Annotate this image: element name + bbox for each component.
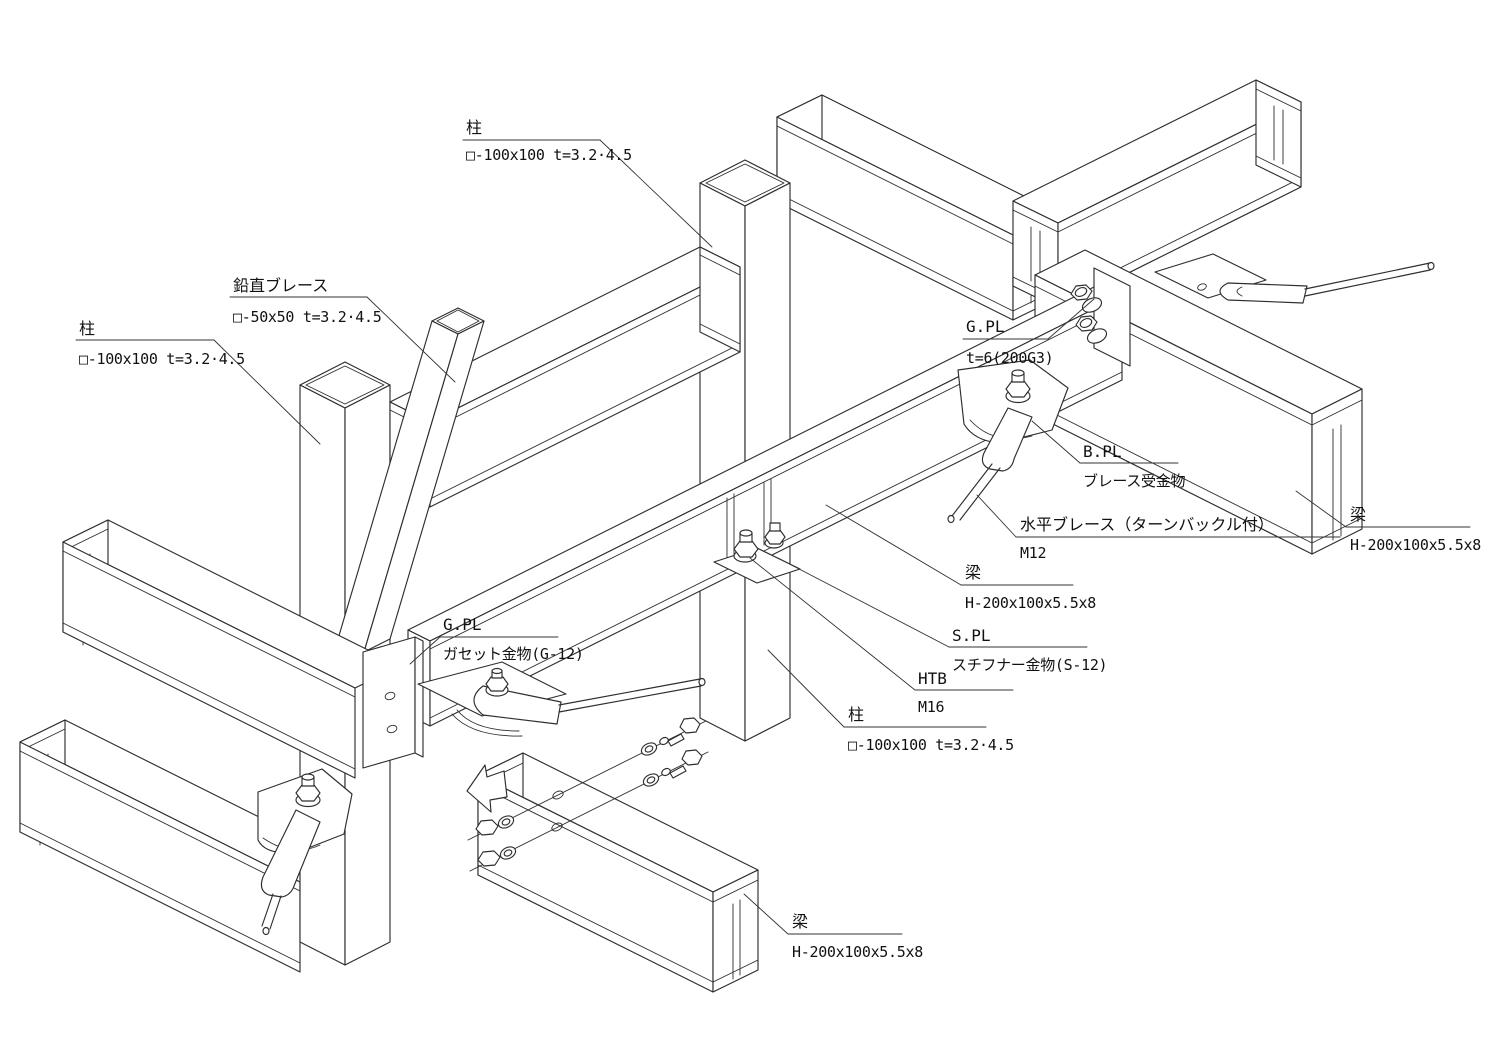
callout-spec: H-200x100x5.5x8	[965, 594, 1096, 612]
rod-tip	[947, 514, 955, 524]
turnbuckle-fork	[260, 809, 321, 898]
washer	[642, 773, 660, 787]
brace-receiver-lower-left	[257, 768, 353, 936]
beam-top-right	[1012, 79, 1302, 309]
callout-spec: □-100x100 t=3.2·4.5	[79, 350, 245, 368]
callout-label: G.PL	[966, 317, 1005, 336]
callout-beam-main: 梁 H-200x100x5.5x8	[825, 504, 1097, 612]
washer	[1086, 328, 1108, 344]
callout-spec: ガセット金物(G-12)	[443, 645, 584, 663]
callout-label: G.PL	[443, 615, 482, 634]
exploded-bolt-set	[467, 717, 709, 872]
washer	[497, 815, 515, 829]
hex-bolt	[681, 749, 703, 766]
callout-spec: H-200x100x5.5x8	[792, 943, 923, 961]
hex-bolt	[733, 540, 759, 558]
callout-label: 水平ブレース（ターンバックル付）	[1020, 515, 1274, 534]
hex-bolt	[477, 850, 501, 867]
rod-tip	[262, 926, 270, 936]
callout-stiffener: S.PL スチフナー金物(S-12)	[777, 557, 1108, 674]
washer	[499, 846, 517, 860]
callout-column-top: 柱 □-100x100 t=3.2·4.5	[462, 118, 713, 248]
callout-column-right: 柱 □-100x100 t=3.2·4.5	[767, 649, 1014, 754]
hex-nut	[295, 784, 321, 802]
callout-label: 梁	[1350, 505, 1366, 524]
vertical-brace-tube	[337, 307, 485, 653]
washer-ring	[659, 736, 669, 746]
callout-spec: t=6(200G3)	[966, 349, 1053, 367]
callout-label: 梁	[792, 912, 808, 931]
callout-beam-bottom: 梁 H-200x100x5.5x8	[743, 893, 924, 961]
turnbuckle-fork-left	[451, 667, 706, 737]
callout-spec: H-200x100x5.5x8	[1350, 536, 1481, 554]
callout-label: 柱	[848, 705, 864, 724]
turnbuckle-fork	[981, 407, 1033, 472]
washer-ring	[661, 767, 671, 777]
callout-brace-receiver: B.PL ブレース受金物	[1031, 420, 1186, 490]
rod-tip	[698, 677, 706, 687]
callout-label: 梁	[965, 563, 981, 582]
callout-label: S.PL	[952, 626, 991, 645]
callout-spec: ブレース受金物	[1083, 472, 1185, 490]
rod-tip	[1427, 261, 1435, 271]
hex-bolt	[475, 819, 499, 836]
beam-bottom-detached	[477, 752, 759, 993]
gusset-plate-right-assembly	[1070, 267, 1131, 367]
callout-vertical-brace: 鉛直ブレース □-50x50 t=3.2·4.5	[229, 276, 456, 383]
turnbuckle-fork-top-right	[1154, 253, 1435, 304]
washer	[640, 742, 658, 756]
callout-spec: □-50x50 t=3.2·4.5	[233, 308, 381, 326]
bolt-hole	[1197, 283, 1207, 291]
callout-spec: □-100x100 t=3.2·4.5	[466, 146, 632, 164]
stiffener-assembly	[713, 478, 801, 584]
hex-bolt	[679, 717, 701, 734]
callout-label: 鉛直ブレース	[233, 276, 328, 295]
hex-nut	[1005, 380, 1031, 398]
callout-label: 柱	[79, 319, 95, 338]
beam-upper-left	[62, 519, 401, 779]
callout-spec: □-100x100 t=3.2·4.5	[848, 736, 1014, 754]
bolt-hole	[386, 724, 398, 734]
callout-spec: スチフナー金物(S-12)	[952, 656, 1107, 674]
callout-htb: HTB M16	[749, 557, 1014, 716]
callout-horizontal-brace: 水平ブレース（ターンバックル付） M12	[976, 494, 1341, 562]
callout-label: 柱	[466, 118, 482, 137]
brace-receiver-right	[947, 359, 1069, 524]
beam-between-columns	[389, 246, 741, 508]
callout-spec: M16	[918, 698, 944, 716]
callout-label: B.PL	[1083, 442, 1122, 461]
bolt-hole	[384, 691, 396, 701]
hex-bolt	[764, 529, 786, 545]
callout-beam-right: 梁 H-200x100x5.5x8	[1295, 490, 1482, 554]
callout-spec: M12	[1020, 544, 1046, 562]
direction-arrow-icon	[466, 764, 508, 813]
callout-gusset-plate-left: G.PL ガセット金物(G-12)	[409, 615, 584, 665]
callout-gusset-plate-right: G.PL t=6(200G3)	[962, 298, 1095, 367]
hex-nut	[485, 676, 509, 692]
callout-label: HTB	[918, 669, 947, 688]
callout-column-left: 柱 □-100x100 t=3.2·4.5	[75, 319, 321, 445]
